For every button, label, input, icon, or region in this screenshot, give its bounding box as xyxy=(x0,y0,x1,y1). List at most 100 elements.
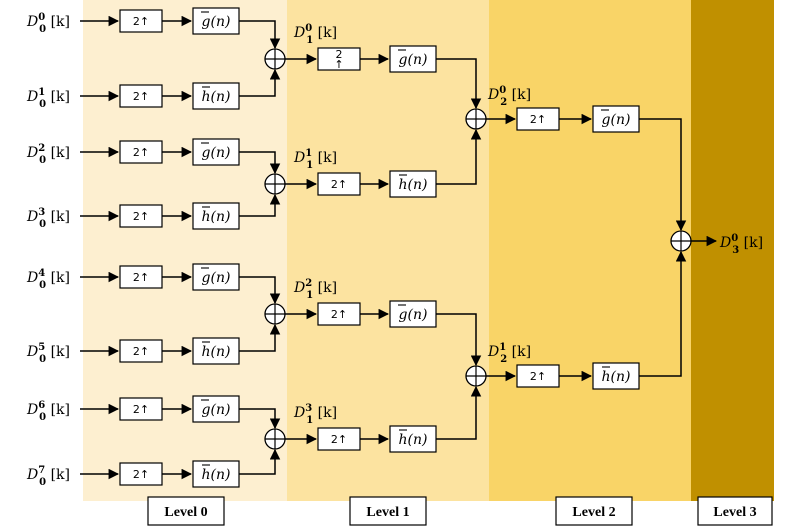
upsampler-l0-0-label: 2↑ xyxy=(133,15,149,28)
level-2-label: Level 2 xyxy=(572,505,615,520)
upsampler-l0-0 xyxy=(119,9,163,33)
upsampler-l0-6 xyxy=(119,397,163,421)
upsampler-l2-0-label: 2↑ xyxy=(530,113,546,126)
l0-0-to-adder-wire xyxy=(239,20,281,50)
upsampler-l1-3 xyxy=(317,427,361,451)
level-2-band xyxy=(489,0,691,501)
upsampler-l1-0 xyxy=(317,47,361,71)
filter-l2-1-label: h(n) xyxy=(602,369,631,385)
filter-l0-4 xyxy=(192,263,240,291)
level-0-band xyxy=(83,0,287,501)
level-3-label: Level 3 xyxy=(713,505,756,520)
filter-l1-1-label: h(n) xyxy=(399,177,428,193)
upsampler-l0-2-label: 2↑ xyxy=(133,146,149,159)
filter-l0-7-label: h(n) xyxy=(202,467,231,483)
l2-0-to-adder-wire xyxy=(639,118,687,232)
upsampler-l2-0 xyxy=(516,107,560,131)
upsampler-l0-1-label: 2↑ xyxy=(133,90,149,103)
upsampler-l0-3-label: 2↑ xyxy=(133,210,149,223)
l1-2-to-adder-wire xyxy=(436,313,482,367)
upsampler-l0-4 xyxy=(119,265,163,289)
level-3-label-box xyxy=(697,496,773,526)
filter-l0-1-label: h(n) xyxy=(202,89,231,105)
filter-l0-1 xyxy=(192,82,240,110)
filter-l0-5 xyxy=(192,337,240,365)
upsampler-l1-1 xyxy=(317,172,361,196)
filter-l0-0 xyxy=(192,7,240,35)
filter-l0-5-label: h(n) xyxy=(202,344,231,360)
upsampler-l1-1-label: 2↑ xyxy=(331,178,347,191)
upsampler-l1-2-label: 2↑ xyxy=(331,308,347,321)
filter-l1-3 xyxy=(389,425,437,453)
upsampler-l0-5-label: 2↑ xyxy=(133,345,149,358)
filter-l0-7 xyxy=(192,460,240,488)
l0-1-to-adder-wire xyxy=(239,68,281,97)
level-2-label-box xyxy=(555,496,633,526)
filter-l1-2-label: g(n) xyxy=(399,307,428,323)
filter-l1-1 xyxy=(389,170,437,198)
upsampler-l1-0-label: 2 xyxy=(336,48,343,61)
upsampler-l0-2 xyxy=(119,140,163,164)
level-1-label-box xyxy=(349,496,427,526)
filter-l1-0 xyxy=(389,45,437,73)
upsampler-l2-1 xyxy=(516,364,560,388)
upsampler-l2-1-label: 2↑ xyxy=(530,370,546,383)
l0-4-to-adder-wire xyxy=(239,276,281,305)
level-1-label: Level 1 xyxy=(366,505,409,520)
filter-l2-1 xyxy=(592,362,640,390)
upsampler-l0-7 xyxy=(119,462,163,486)
l2-1-to-adder-wire xyxy=(639,250,687,377)
upsampler-l0-7-label: 2↑ xyxy=(133,468,149,481)
filter-l0-2-label: g(n) xyxy=(202,145,231,161)
l0-5-to-adder-wire xyxy=(239,323,281,352)
filter-l1-0-label: g(n) xyxy=(399,52,428,68)
upsampler-l0-5 xyxy=(119,339,163,363)
level-0-label: Level 0 xyxy=(164,505,207,520)
level-0-label-box xyxy=(147,496,225,526)
l1-0-to-adder-wire xyxy=(436,58,482,110)
l1-1-to-adder-wire xyxy=(436,128,482,185)
filter-l0-3 xyxy=(192,202,240,230)
upsampler-l1-0-label: ↑ xyxy=(334,58,343,71)
upsampler-l0-1 xyxy=(119,84,163,108)
filter-l1-2 xyxy=(389,300,437,328)
upsampler-l0-6-label: 2↑ xyxy=(133,403,149,416)
l0-6-to-adder-wire xyxy=(239,408,281,430)
l1-3-to-adder-wire xyxy=(436,385,482,440)
filter-l0-0-label: g(n) xyxy=(202,14,231,30)
filter-l0-6 xyxy=(192,395,240,423)
level-3-band xyxy=(691,0,774,501)
upsampler-l1-2 xyxy=(317,302,361,326)
filter-l0-2 xyxy=(192,138,240,166)
level-1-band xyxy=(287,0,489,501)
l0-3-to-adder-wire xyxy=(239,193,281,217)
filter-l2-0-label: g(n) xyxy=(602,112,631,128)
filter-l2-0 xyxy=(592,105,640,133)
l0-2-to-adder-wire xyxy=(239,151,281,175)
filter-l1-3-label: h(n) xyxy=(399,432,428,448)
l0-7-to-adder-wire xyxy=(239,448,281,475)
upsampler-l1-3-label: 2↑ xyxy=(331,433,347,446)
upsampler-l0-3 xyxy=(119,204,163,228)
filter-l0-3-label: h(n) xyxy=(202,209,231,225)
upsampler-l0-4-label: 2↑ xyxy=(133,271,149,284)
filter-l0-4-label: g(n) xyxy=(202,270,231,286)
filter-l0-6-label: g(n) xyxy=(202,402,231,418)
